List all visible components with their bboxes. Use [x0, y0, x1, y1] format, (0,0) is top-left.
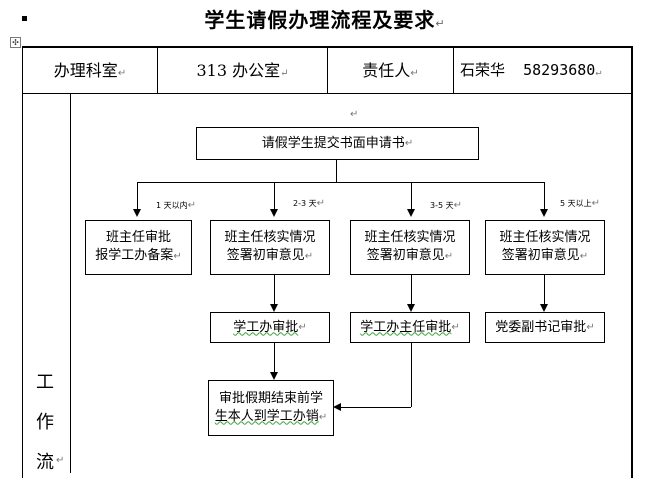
col-divider — [327, 48, 328, 93]
arrow-down-icon — [407, 304, 415, 312]
arrow-left-icon — [333, 403, 341, 411]
arrow-down-icon — [270, 372, 278, 380]
arrow-down-icon — [540, 209, 548, 217]
arrow-down-icon — [407, 209, 415, 217]
side-label-char: 作 — [36, 412, 54, 433]
arrow-down-icon — [133, 209, 141, 217]
branch1-step1-box: 班主任审批报学工办备案↵ — [85, 220, 192, 275]
branch4-step2-box: 党委副书记审批↵ — [485, 312, 605, 343]
table-move-handle-icon[interactable]: ✣ — [10, 37, 21, 48]
side-label-char: 流 — [36, 452, 54, 473]
branch4-step1-box: 班主任核实情况签署初审意见↵ — [485, 220, 605, 275]
connector — [544, 182, 545, 209]
arrow-down-icon — [270, 304, 278, 312]
work-column-divider — [70, 93, 71, 473]
col-divider — [453, 48, 454, 93]
owner-phone: 58293680 — [523, 61, 596, 79]
branch2-step2-box: 学工办审批↵ — [210, 312, 330, 343]
connector — [411, 182, 412, 209]
bullet-mark — [22, 16, 27, 21]
days-label: 3-5 天↵ — [430, 200, 462, 211]
page-title: 学生请假办理流程及要求↵ — [204, 8, 446, 32]
connector — [340, 407, 411, 408]
connector — [411, 274, 412, 304]
connector — [336, 159, 337, 182]
flow-start-box: 请假学生提交书面申请书↵ — [196, 127, 479, 160]
connector — [274, 182, 275, 209]
branch3-step2-box: 学工办主任审批↵ — [350, 312, 470, 343]
days-label: 1 天以内↵ — [156, 200, 197, 211]
connector — [274, 274, 275, 304]
connector — [544, 274, 545, 304]
owner-name: 石荣华 — [460, 61, 506, 79]
col-divider — [157, 48, 158, 93]
table-frame — [22, 46, 633, 478]
days-label: 2-3 天↵ — [293, 198, 325, 209]
days-label: 5 天以上↵ — [560, 198, 601, 209]
arrow-down-icon — [270, 209, 278, 217]
connector — [411, 342, 412, 407]
connector — [137, 182, 138, 209]
flow-end-box: 审批假期结束前学生本人到学工办销↵ — [208, 380, 334, 436]
side-label-char: 工 — [36, 372, 54, 393]
owner-label-cell: 责任人↵ — [362, 61, 419, 80]
row-divider — [22, 93, 632, 94]
office-value-cell: 313 办公室↵ — [196, 61, 289, 80]
branch2-step1-box: 班主任核实情况签署初审意见↵ — [210, 220, 330, 275]
connector — [137, 182, 544, 183]
branch3-step1-box: 班主任核实情况签署初审意见↵ — [350, 220, 470, 275]
owner-contact-cell: 石荣华 58293680↵ — [460, 61, 602, 79]
connector — [274, 342, 275, 372]
office-label-cell: 办理科室↵ — [53, 61, 127, 80]
arrow-down-icon — [540, 304, 548, 312]
